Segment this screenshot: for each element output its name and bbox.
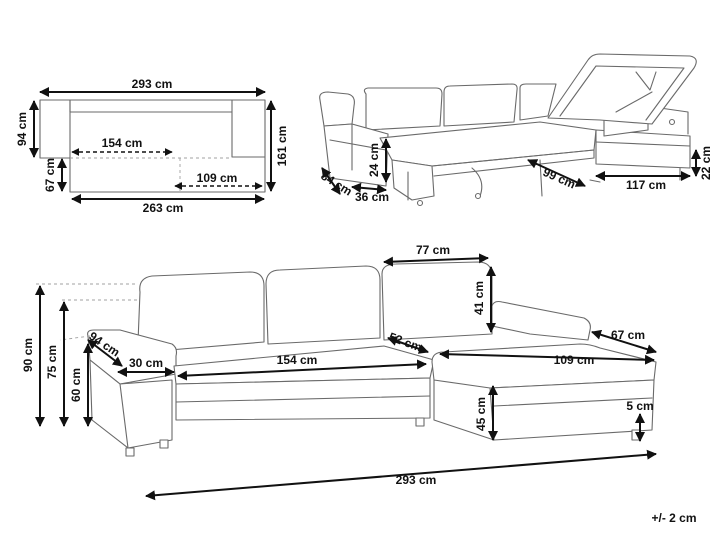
persp-storage-height-label: 22 cm — [699, 146, 713, 180]
top-inner-width-label: 154 cm — [102, 136, 143, 150]
front-leg-height-label: 5 cm — [626, 399, 653, 413]
front-arm-width-label: 30 cm — [129, 356, 163, 370]
front-seat-width-label: 154 cm — [277, 353, 318, 367]
top-overall-depth-label: 161 cm — [275, 126, 289, 167]
front-chaise-arm-label: 67 cm — [611, 328, 645, 342]
front-arm-height-label: 60 cm — [69, 368, 83, 402]
front-back-depth-line — [383, 253, 489, 267]
persp-arm-width-label: 36 cm — [355, 190, 389, 204]
front-arm-depth-line — [87, 339, 123, 367]
front-chaise-arm-line — [591, 329, 657, 355]
top-chaise-width-label: 109 cm — [197, 171, 238, 185]
top-seat-depth-label: 67 cm — [43, 158, 57, 192]
top-total-width-label: 293 cm — [132, 77, 173, 91]
front-view-dimensions: 77 cm 41 cm 94 cm 30 cm 154 cm 52 cm 67 … — [21, 243, 657, 501]
front-back-top-label: 75 cm — [45, 345, 59, 379]
front-total-width-line — [145, 449, 657, 501]
persp-arm-width-line — [351, 182, 387, 195]
top-view-drawing — [39, 99, 266, 193]
top-view-dimensions: 293 cm 94 cm 154 cm 67 cm 109 cm 161 cm … — [15, 77, 289, 215]
top-bed-width-label: 263 cm — [143, 201, 184, 215]
persp-chaise-depth-line — [527, 159, 586, 187]
front-seat-width-line — [177, 359, 427, 381]
persp-chaise-depth-label: 99 cm — [541, 165, 578, 192]
front-back-height-label: 41 cm — [472, 281, 486, 315]
persp-chaise-length-label: 117 cm — [626, 178, 666, 192]
front-total-width-label: 293 cm — [396, 473, 437, 487]
front-back-depth-label: 77 cm — [416, 243, 450, 257]
front-corner-line — [387, 336, 429, 354]
perspective-view-drawing — [319, 53, 697, 207]
tolerance-note: +/- 2 cm — [651, 511, 696, 525]
front-chaise-width-label: 109 cm — [554, 353, 595, 367]
persp-seat-height-label: 24 cm — [367, 143, 381, 177]
top-depth-label: 94 cm — [15, 112, 29, 146]
front-chaise-width-line — [439, 349, 655, 365]
persp-arm-depth-line — [321, 167, 341, 195]
front-chaise-height-label: 45 cm — [474, 397, 488, 431]
front-total-height-label: 90 cm — [21, 338, 35, 372]
